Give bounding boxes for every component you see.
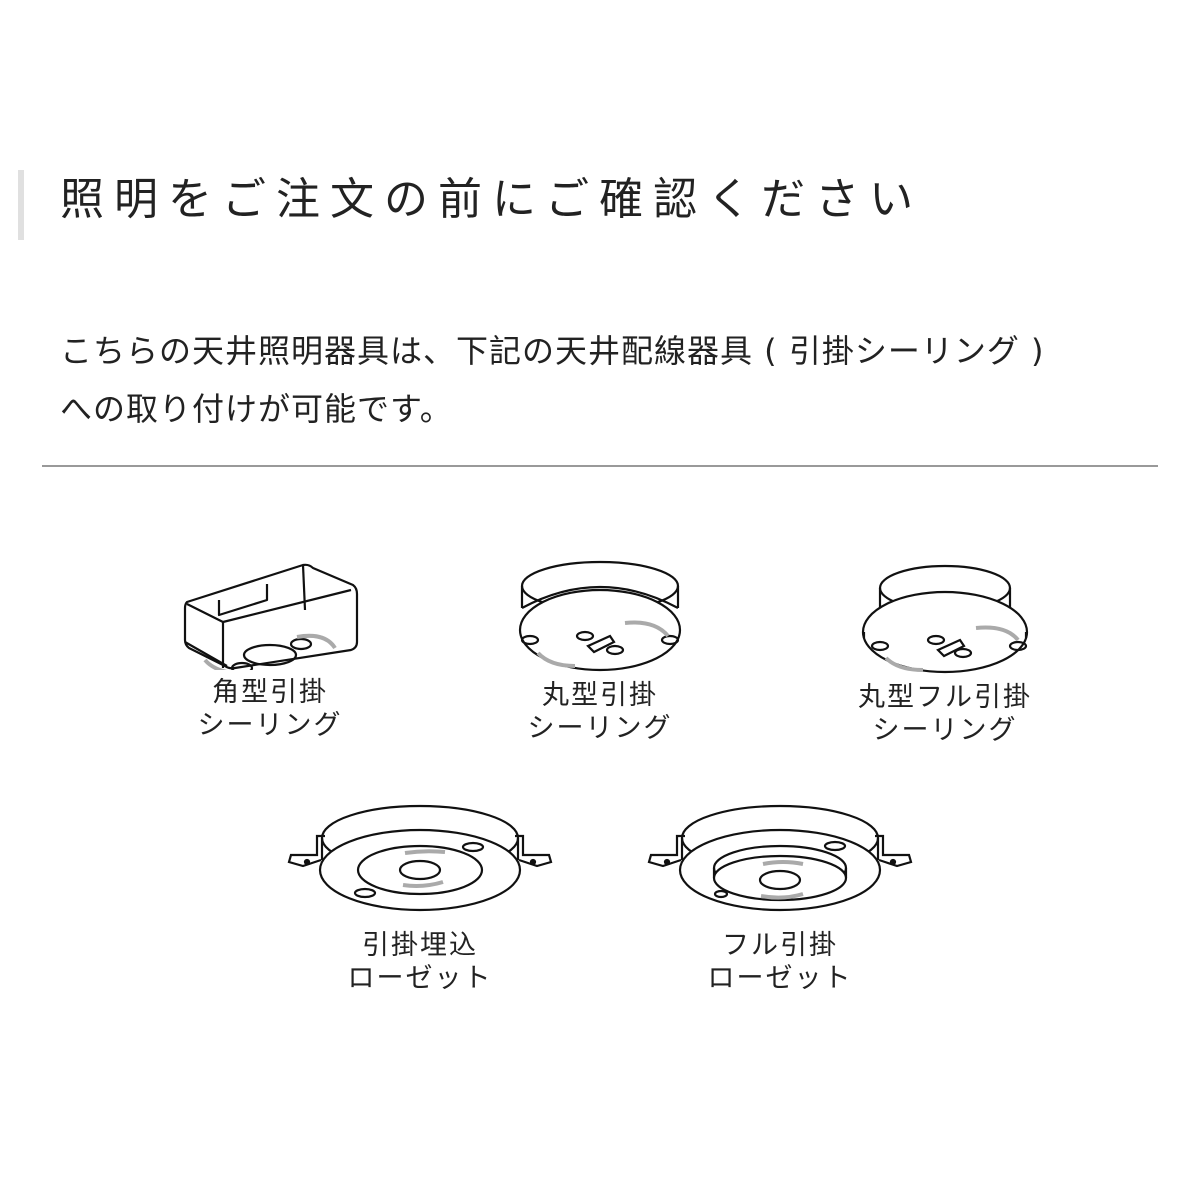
- fixture-label: 引掛埋込 ローゼット: [347, 930, 493, 994]
- fixture-square-ceiling-hook: 角型引掛 シーリング: [170, 560, 370, 742]
- page-title: 照明をご注文の前にご確認ください: [60, 174, 924, 225]
- fixture-round-ceiling-hook: 丸型引掛 シーリング: [500, 558, 700, 745]
- title-accent-bar: [18, 170, 24, 240]
- divider: [42, 465, 1158, 467]
- round-ceiling-hook-icon: [518, 560, 682, 672]
- fixture-label: 角型引掛 シーリング: [197, 677, 343, 741]
- fixture-full-hook-rosette: フル引掛 ローゼット: [630, 800, 930, 995]
- full-hook-rosette-icon: [647, 804, 913, 912]
- embedded-hook-rosette-icon: [287, 804, 553, 912]
- description-line-1: こちらの天井照明器具は、下記の天井配線器具 ( 引掛シーリング ): [60, 332, 1045, 370]
- description: こちらの天井照明器具は、下記の天井配線器具 ( 引掛シーリング ) への取り付け…: [60, 322, 1160, 438]
- description-line-2: への取り付けが可能です。: [60, 390, 453, 428]
- fixture-label: フル引掛 ローゼット: [707, 930, 853, 994]
- fixture-label: 丸型フル引掛 シーリング: [858, 682, 1032, 746]
- fixture-round-full-ceiling-hook: 丸型フル引掛 シーリング: [850, 560, 1040, 747]
- fixture-embedded-hook-rosette: 引掛埋込 ローゼット: [270, 800, 570, 995]
- round-full-ceiling-hook-icon: [861, 564, 1028, 674]
- square-ceiling-hook-icon: [183, 563, 359, 670]
- fixture-label: 丸型引掛 シーリング: [527, 680, 673, 744]
